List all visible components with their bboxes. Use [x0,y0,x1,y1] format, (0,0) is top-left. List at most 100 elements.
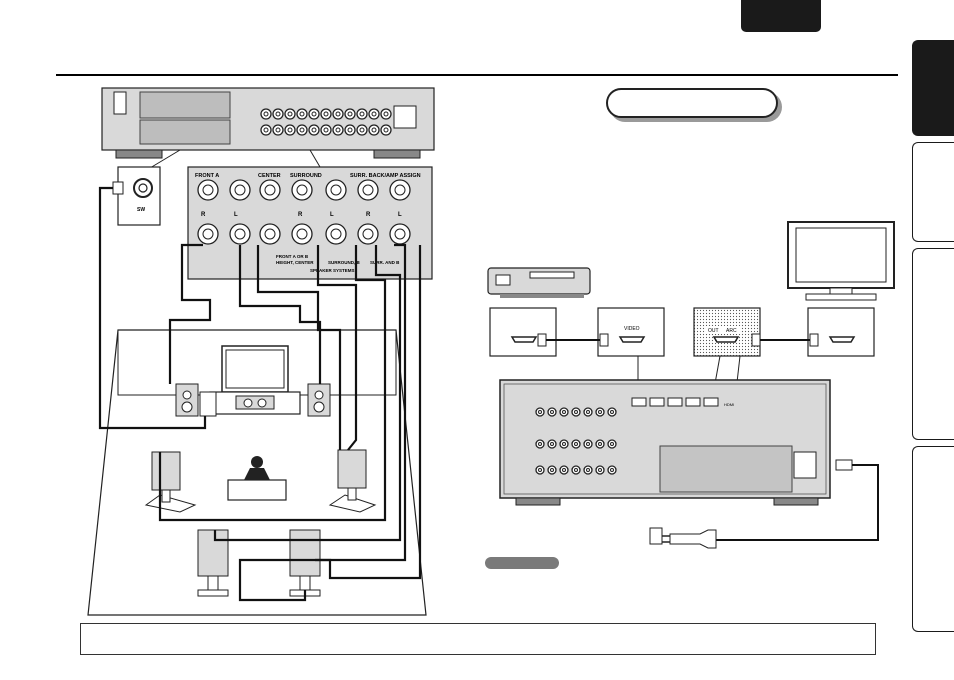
label-center: CENTER [258,173,281,179]
label-speaker-sys: SPEAKER SYSTEMS [310,268,355,273]
label-out: OUT [708,328,719,334]
label-hdmi: HDMI [724,402,734,407]
rear-jack-inner [574,442,578,446]
label-arc: ARC [726,328,737,334]
room-tv [209,345,301,415]
rear-jack-inner [335,111,341,117]
rear-jack-inner [359,127,365,133]
side-tab-2[interactable] [912,142,954,242]
front-speaker-right [307,383,331,417]
rear-jack-inner [335,127,341,133]
hdmi-box-avr-in: VIDEO [597,307,665,357]
rear-jack-inner [610,410,614,414]
speaker-terminal-inner [394,184,406,196]
speaker-terminal-inner [202,228,214,240]
label-front-b: FRONT A OR B [276,254,309,259]
power-cord [649,459,879,549]
rear-jack-inner [311,111,317,117]
rear-jack-inner [287,111,293,117]
label-surr-back: SURR. BACK/AMP ASSIGN [350,173,421,179]
rear-jack-inner [574,468,578,472]
label-video: VIDEO [624,326,640,332]
rear-jack-inner [383,127,389,133]
rear-jack-inner [550,442,554,446]
language-tab[interactable] [741,0,821,32]
hdmi-box-avr-out: OUT ARC [693,307,761,357]
speaker-terminal-inner [362,228,374,240]
hdmi-box-player [489,307,557,357]
rear-jack-inner [323,111,329,117]
rear-jack-inner [550,468,554,472]
rear-jack-inner [586,410,590,414]
subwoofer-jack-box: SW [112,166,161,226]
footer-note-box [80,623,876,655]
top-rule [56,74,898,76]
receiver-rear-right: HDMI [499,379,831,506]
surround-back-speaker-left [197,529,229,597]
rear-jack-inner [275,127,281,133]
rear-jack-inner [359,111,365,117]
section-title-pill [606,88,778,118]
speaker-terminal-inner [330,228,342,240]
label-r2: R [298,212,303,218]
speaker-terminal-inner [234,228,246,240]
label-l2: L [330,212,334,218]
side-tab-4[interactable] [912,446,954,632]
rear-jack-inner [538,410,542,414]
rear-jack-inner [287,127,293,133]
rear-jack-inner [586,442,590,446]
label-front-a: FRONT A [195,173,219,179]
label-l1: L [234,212,238,218]
rear-jack-inner [550,410,554,414]
speaker-cables [98,186,422,602]
front-speaker-left [175,383,217,417]
label-r1: R [201,212,206,218]
rear-jack-inner [275,111,281,117]
rear-jack-inner [371,111,377,117]
rear-jack-inner [586,468,590,472]
rear-jack-inner [562,410,566,414]
rear-jack-inner [371,127,377,133]
rear-jack-inner [263,111,269,117]
surround-speaker-left [144,451,197,513]
tv-monitor [787,221,895,301]
label-l3: L [398,212,402,218]
rear-jack-inner [347,127,353,133]
speaker-terminal-inner [264,228,276,240]
speaker-terminal-inner [394,228,406,240]
listener-sofa [227,456,287,501]
label-surround-b: SURROUND, B [328,260,361,265]
rear-jack-inner [610,442,614,446]
side-tab-3[interactable] [912,248,954,440]
rear-jack-inner [263,127,269,133]
rear-jack-inner [562,468,566,472]
rear-jack-inner [598,410,602,414]
rear-jack-inner [311,127,317,133]
speaker-terminal-inner [330,184,342,196]
rear-jack-inner [299,111,305,117]
rear-jack-inner [383,111,389,117]
speaker-terminal-inner [296,228,308,240]
speaker-terminal-inner [264,184,276,196]
speaker-terminal-inner [234,184,246,196]
rear-jack-inner [538,468,542,472]
hdmi-box-tv [807,307,875,357]
rear-jack-inner [562,442,566,446]
label-surr-b: SURR. AND B [370,260,400,265]
surround-speaker-right [328,449,377,513]
rear-jack-inner [323,127,329,133]
note-label-pill [485,557,559,569]
label-front-b2: HEIGHT, CENTER [276,260,314,265]
rear-jack-inner [610,468,614,472]
rear-jack-inner [574,410,578,414]
label-sw: SW [137,207,145,213]
rear-jack-inner [598,468,602,472]
side-tab-1[interactable] [912,40,954,136]
receiver-rear-top-left [101,87,435,159]
rear-jack-inner [538,442,542,446]
rear-jack-inner [299,127,305,133]
speaker-terminal-inner [362,184,374,196]
label-surround: SURROUND [290,173,322,179]
speaker-terminal-panel: FRONT A CENTER SURROUND SURR. BACK/AMP A… [187,166,433,280]
